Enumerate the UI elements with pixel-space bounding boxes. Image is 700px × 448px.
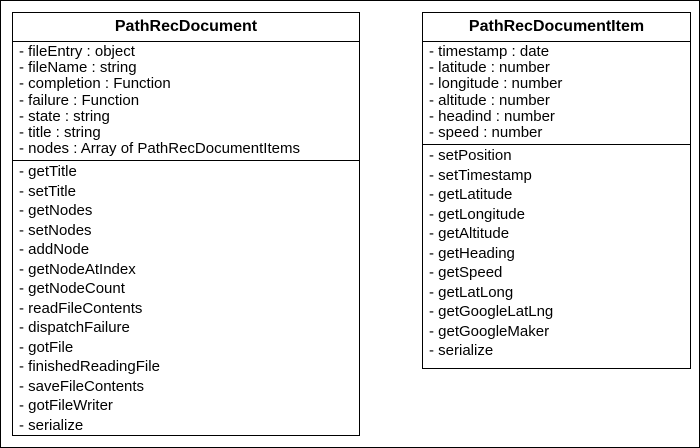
class-box-pathrecdocumentitem: PathRecDocumentItem - timestamp : date -… — [422, 12, 691, 369]
method: - getGoogleLatLng — [429, 303, 554, 321]
attribute: - title : string — [19, 124, 101, 142]
method: - getLatLong — [429, 283, 514, 301]
method: - getTitle — [19, 163, 77, 181]
attribute: - fileEntry : object — [19, 43, 135, 60]
method: - setNodes — [19, 221, 92, 239]
method: - getAltitude — [429, 225, 510, 243]
attribute: - altitude : number — [429, 91, 550, 109]
attribute: - headind : number — [429, 107, 555, 125]
class-box-pathrecdocument: PathRecDocument - fileEntry : object - f… — [12, 12, 360, 436]
method: - serialize — [429, 342, 494, 360]
methods-compartment: - getTitle - setTitle - getNodes - setNo… — [13, 161, 359, 435]
method: - getHeading — [429, 244, 515, 262]
attribute: - timestamp : date — [429, 43, 550, 60]
method: - dispatchFailure — [19, 319, 130, 337]
method: - getNodes — [19, 202, 93, 220]
method: - gotFile — [19, 338, 74, 356]
method: - getLongitude — [429, 205, 525, 223]
attributes-compartment: - fileEntry : object - fileName : string… — [13, 42, 359, 162]
method: - getLatitude — [429, 186, 513, 204]
attribute: - fileName : string — [19, 59, 137, 77]
attribute: - speed : number — [429, 124, 543, 142]
class-name: PathRecDocument — [13, 13, 359, 42]
method: - readFileContents — [19, 299, 143, 317]
class-name: PathRecDocumentItem — [423, 13, 690, 42]
attribute: - nodes : Array of PathRecDocumentItems — [19, 140, 300, 158]
method: - getGoogleMaker — [429, 322, 550, 340]
method: - setTimestamp — [429, 166, 532, 184]
method: - setTitle — [19, 182, 76, 200]
method: - getNodeAtIndex — [19, 260, 136, 278]
attribute: - failure : Function — [19, 91, 140, 109]
attribute: - state : string — [19, 107, 110, 125]
method: - setPosition — [429, 147, 512, 165]
method: - getNodeCount — [19, 280, 125, 298]
method: - getSpeed — [429, 264, 503, 282]
method: - gotFileWriter — [19, 397, 113, 415]
method: - finishedReadingFile — [19, 358, 160, 376]
methods-compartment: - setPosition - setTimestamp - getLatitu… — [423, 145, 690, 361]
attribute: - completion : Function — [19, 75, 171, 93]
method: - addNode — [19, 241, 90, 259]
method: - serialize — [19, 416, 84, 434]
attribute: - longitude : number — [429, 75, 563, 93]
attributes-compartment: - timestamp : date - latitude : number -… — [423, 42, 690, 146]
method: - saveFileContents — [19, 377, 145, 395]
attribute: - latitude : number — [429, 59, 550, 77]
